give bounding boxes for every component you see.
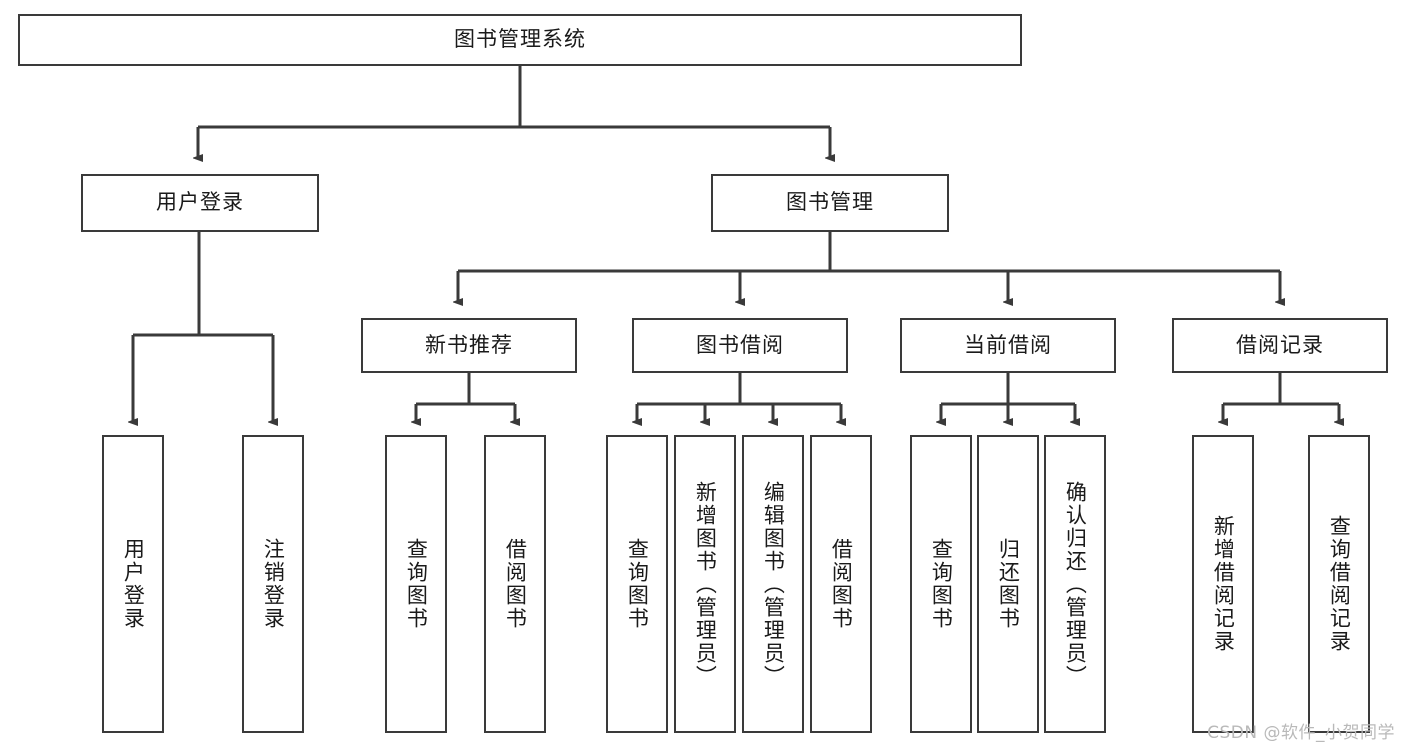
leaf-book-borrow-borrow-book[interactable]: 借阅图书 bbox=[810, 435, 872, 733]
node-label: 图书管理系统 bbox=[454, 27, 586, 52]
node-book-management[interactable]: 图书管理 bbox=[711, 174, 949, 232]
leaf-user-login-signin[interactable]: 用户登录 bbox=[102, 435, 164, 733]
node-label: 图书管理 bbox=[786, 190, 874, 215]
node-label: 查询图书 bbox=[625, 538, 650, 630]
node-label: 编辑图书（管理员） bbox=[761, 480, 786, 688]
node-new-book-recommend[interactable]: 新书推荐 bbox=[361, 318, 577, 373]
node-label: 确认归还（管理员） bbox=[1063, 480, 1088, 688]
node-label: 用户登录 bbox=[121, 538, 146, 630]
leaf-user-login-signout[interactable]: 注销登录 bbox=[242, 435, 304, 733]
leaf-current-borrow-query-book[interactable]: 查询图书 bbox=[910, 435, 972, 733]
node-borrow-record[interactable]: 借阅记录 bbox=[1172, 318, 1388, 373]
node-label: 查询借阅记录 bbox=[1327, 515, 1352, 653]
leaf-current-borrow-return-book[interactable]: 归还图书 bbox=[977, 435, 1039, 733]
node-label: 新书推荐 bbox=[425, 332, 513, 357]
node-current-borrow[interactable]: 当前借阅 bbox=[900, 318, 1116, 373]
node-label: 归还图书 bbox=[996, 538, 1021, 630]
leaf-new-book-borrow-book[interactable]: 借阅图书 bbox=[484, 435, 546, 733]
leaf-new-book-query-book[interactable]: 查询图书 bbox=[385, 435, 447, 733]
leaf-book-borrow-edit-book[interactable]: 编辑图书（管理员） bbox=[742, 435, 804, 733]
node-label: 图书借阅 bbox=[696, 332, 784, 357]
node-user-login[interactable]: 用户登录 bbox=[81, 174, 319, 232]
node-label: 新增图书（管理员） bbox=[693, 480, 718, 688]
node-label: 当前借阅 bbox=[964, 332, 1052, 357]
node-label: 借阅图书 bbox=[503, 538, 528, 630]
leaf-book-borrow-add-book[interactable]: 新增图书（管理员） bbox=[674, 435, 736, 733]
leaf-borrow-record-add-record[interactable]: 新增借阅记录 bbox=[1192, 435, 1254, 733]
leaf-current-borrow-confirm-return[interactable]: 确认归还（管理员） bbox=[1044, 435, 1106, 733]
leaf-book-borrow-query-book[interactable]: 查询图书 bbox=[606, 435, 668, 733]
node-label: 查询图书 bbox=[404, 538, 429, 630]
node-book-borrow[interactable]: 图书借阅 bbox=[632, 318, 848, 373]
node-label: 注销登录 bbox=[261, 538, 286, 630]
node-label: 新增借阅记录 bbox=[1211, 515, 1236, 653]
node-root-book-management-system[interactable]: 图书管理系统 bbox=[18, 14, 1022, 66]
node-label: 查询图书 bbox=[929, 538, 954, 630]
node-label: 用户登录 bbox=[156, 190, 244, 215]
node-label: 借阅图书 bbox=[829, 538, 854, 630]
node-label: 借阅记录 bbox=[1236, 332, 1324, 357]
leaf-borrow-record-query-record[interactable]: 查询借阅记录 bbox=[1308, 435, 1370, 733]
